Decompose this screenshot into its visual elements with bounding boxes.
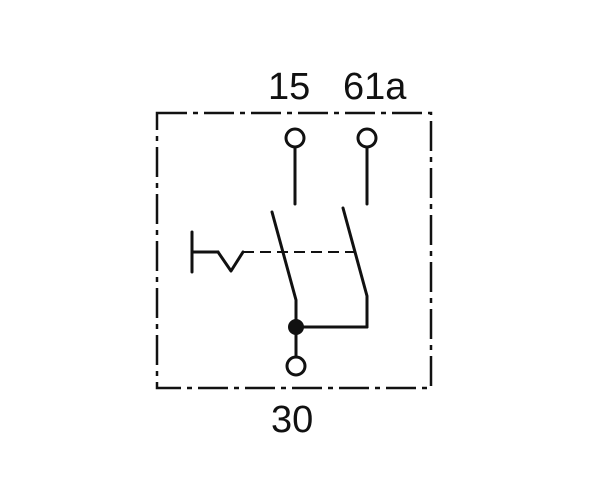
- enclosure-frame: [155, 111, 433, 390]
- switch-blade-15: [270, 210, 298, 329]
- terminal-61a: [356, 127, 378, 149]
- terminal-15: [284, 127, 306, 149]
- actuator-detent: [216, 250, 245, 273]
- terminal-label-15: 15: [268, 66, 310, 108]
- terminal-label-30: 30: [271, 399, 313, 441]
- switch-blade-61a: [341, 206, 369, 329]
- terminal-30: [285, 355, 307, 377]
- junction-dot: [288, 319, 304, 335]
- terminal-label-61a: 61a: [343, 66, 407, 108]
